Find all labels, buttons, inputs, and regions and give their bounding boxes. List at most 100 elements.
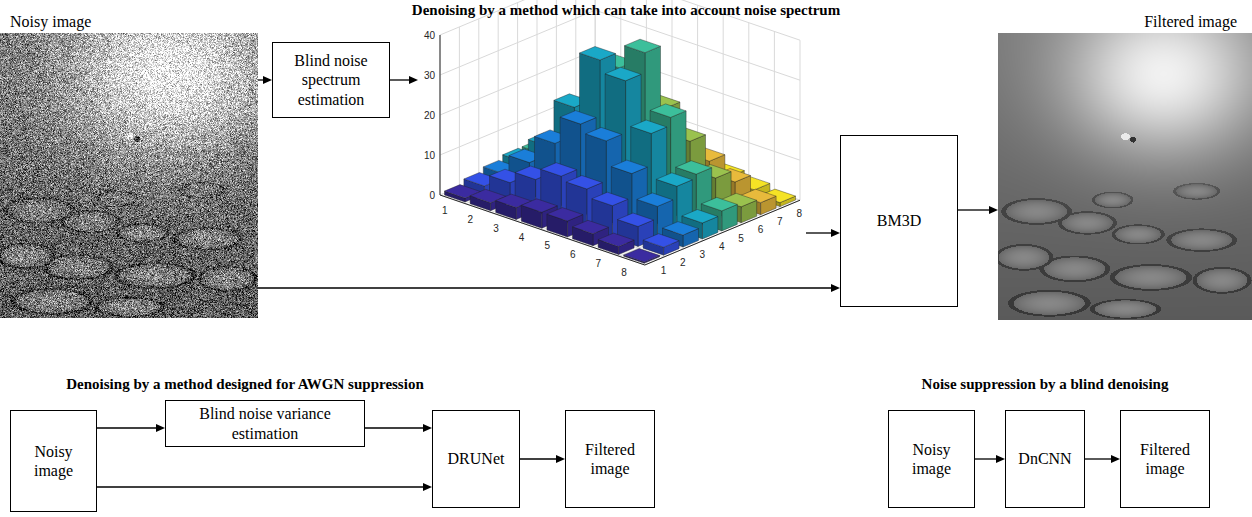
axis-tick-label: 4 xyxy=(519,231,525,242)
bar-top xyxy=(625,39,661,53)
box-text-group: Noisy image xyxy=(17,442,90,480)
bar-top xyxy=(682,210,718,224)
bar-top xyxy=(598,233,634,247)
arrowhead xyxy=(156,424,165,432)
axis-tick-label: 40 xyxy=(424,30,435,41)
arrowhead xyxy=(409,76,418,84)
axis-tick-label: 10 xyxy=(424,150,435,161)
axis-tick-label: 1 xyxy=(661,264,667,275)
arrowhead xyxy=(423,483,432,491)
box-text-group: DnCNN xyxy=(1018,449,1071,468)
grid-line xyxy=(498,11,499,171)
axis-tick-label: 8 xyxy=(797,208,803,219)
bar-top xyxy=(580,47,616,61)
connector-line xyxy=(390,79,410,80)
bar-top xyxy=(637,193,673,207)
bar-top xyxy=(618,213,654,227)
grid-line xyxy=(723,14,724,174)
arrow-connector xyxy=(97,483,432,491)
axis-tick-label: 3 xyxy=(700,248,706,259)
connector-line xyxy=(97,427,157,428)
bar-top xyxy=(605,67,641,81)
connector-line xyxy=(258,287,832,288)
axis-tick-label: 2 xyxy=(468,214,474,225)
grid-line xyxy=(542,165,697,230)
connector-line xyxy=(806,232,832,233)
arrow-connector xyxy=(1085,455,1120,463)
axis-tick-label: 2 xyxy=(680,256,686,267)
bar-top xyxy=(586,127,622,140)
process-box: DnCNN xyxy=(1005,410,1085,508)
axis-tick-label: 4 xyxy=(719,240,725,251)
arrow-connector xyxy=(365,424,432,432)
bar-top xyxy=(643,234,679,248)
box-text: Filtered image xyxy=(572,440,648,478)
grid-line xyxy=(478,19,479,179)
bar-top xyxy=(631,120,667,134)
axis-tick-label: 20 xyxy=(424,110,435,121)
connector-line xyxy=(520,458,557,459)
image-node: Filtered image xyxy=(998,33,1252,320)
arrow-connector xyxy=(958,206,998,214)
axis-tick-label: 0 xyxy=(429,190,435,201)
diagram-title: Denoising by a method which can take int… xyxy=(412,2,840,19)
process-box: BM3D xyxy=(840,135,958,307)
image-node: Noisy image xyxy=(0,33,258,318)
process-box: Blind noise variance estimation xyxy=(165,400,365,447)
arrow-connector xyxy=(258,284,840,292)
grid-line xyxy=(440,10,800,80)
process-box: Noisy image xyxy=(10,410,97,512)
box-text: DnCNN xyxy=(1018,449,1071,468)
arrowhead xyxy=(831,284,840,292)
section-heading: Denoising by a method designed for AWGN … xyxy=(66,376,423,393)
bar-top xyxy=(624,249,660,263)
box-text-group: Blind noise variance estimation xyxy=(172,404,358,442)
arrow-connector xyxy=(258,76,272,84)
bar-top xyxy=(592,192,628,206)
axis-tick-label: 5 xyxy=(738,232,744,243)
box-text-group: Filtered image xyxy=(1127,440,1203,478)
bar-top xyxy=(656,173,692,187)
arrowhead xyxy=(423,424,432,432)
box-text-group: BM3D xyxy=(877,211,921,230)
arrowhead xyxy=(556,455,565,463)
axis-tick-label: 5 xyxy=(544,240,550,251)
arrowhead xyxy=(989,206,998,214)
grid-line xyxy=(800,40,801,200)
box-text: Filtered image xyxy=(1127,440,1203,478)
bar-top xyxy=(701,197,737,211)
box-text-group: Filtered image xyxy=(572,440,648,478)
process-box: Filtered image xyxy=(565,410,655,508)
axis-tick-label: 7 xyxy=(777,216,783,227)
box-text: DRUNet xyxy=(448,449,505,468)
arrow-connector xyxy=(97,424,165,432)
process-box: Filtered image xyxy=(1120,410,1210,508)
box-text-group: Noisy image xyxy=(895,440,968,478)
arrowhead xyxy=(996,455,1005,463)
bar-top xyxy=(676,161,712,175)
axis-tick-label: 7 xyxy=(596,257,602,268)
bar-top xyxy=(521,199,557,213)
spectrum-bar xyxy=(598,233,634,255)
axis-tick-label: 6 xyxy=(570,249,576,260)
box-text-group: DRUNet xyxy=(448,449,505,468)
noisy-photo xyxy=(0,33,258,318)
bar-top xyxy=(547,208,583,222)
box-text: Noisy image xyxy=(17,442,90,480)
bar-top xyxy=(566,176,602,190)
grid-line xyxy=(537,0,538,155)
bar-top xyxy=(541,163,577,177)
arrowhead xyxy=(263,76,272,84)
connector-line xyxy=(365,427,424,428)
box-text-group: Blind noise spectrum estimation xyxy=(279,51,383,109)
connector-line xyxy=(958,209,990,210)
bar-top xyxy=(560,111,596,125)
image-caption: Filtered image xyxy=(1144,12,1237,31)
connector-line xyxy=(97,486,424,487)
connector-line xyxy=(975,458,997,459)
box-text: Blind noise spectrum estimation xyxy=(279,51,383,109)
grid-line xyxy=(748,23,749,183)
bar-top xyxy=(573,220,609,234)
filtered-photo xyxy=(998,33,1252,320)
bar-top xyxy=(650,104,686,118)
